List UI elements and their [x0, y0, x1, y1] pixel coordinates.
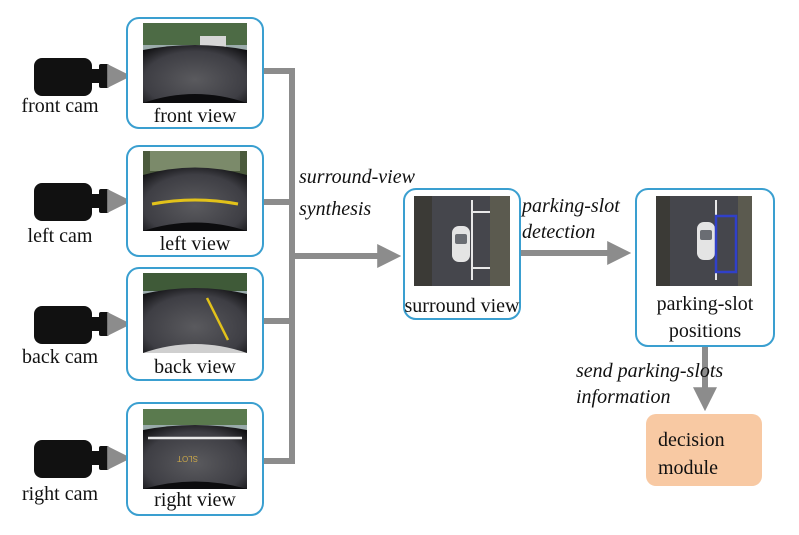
detection-label-line2: detection	[522, 221, 596, 243]
decision-line2: module	[658, 457, 718, 479]
merge-connector	[264, 68, 402, 464]
back-cam-label: back cam	[21, 346, 99, 368]
positions-caption-line2: positions	[668, 320, 742, 342]
svg-text:SLOT: SLOT	[177, 454, 198, 463]
front-view-image	[143, 23, 247, 103]
left-view-caption: left view	[159, 233, 231, 255]
surround-view-image	[414, 196, 510, 286]
left-cam-label: left cam	[27, 225, 93, 247]
parking-positions-image	[656, 196, 752, 286]
camera-left-icon	[34, 183, 109, 221]
synthesis-label-line2: synthesis	[299, 198, 372, 220]
back-view-caption: back view	[154, 356, 236, 378]
decision-module: decision module	[646, 414, 762, 486]
camera-front-icon	[34, 58, 109, 96]
positions-caption-line1: parking-slot	[656, 293, 754, 315]
send-label-line2: information	[576, 386, 671, 408]
surround-view-caption: surround view	[404, 295, 520, 317]
slot-marker	[714, 214, 738, 274]
camera-right-icon	[34, 440, 109, 478]
front-view-caption: front view	[153, 105, 237, 127]
back-view-image	[143, 273, 247, 353]
camera-back-icon	[34, 306, 109, 344]
right-cam-label: right cam	[21, 483, 99, 505]
front-cam-label: front cam	[21, 95, 99, 117]
right-view-image: SLOT	[143, 409, 247, 489]
send-label-line1: send parking-slots	[576, 360, 724, 382]
right-view-caption: right view	[154, 489, 236, 511]
synthesis-label-line1: surround-view	[299, 166, 415, 188]
detection-label-line1: parking-slot	[522, 195, 620, 217]
left-view-image	[143, 151, 247, 231]
decision-line1: decision	[658, 429, 725, 451]
